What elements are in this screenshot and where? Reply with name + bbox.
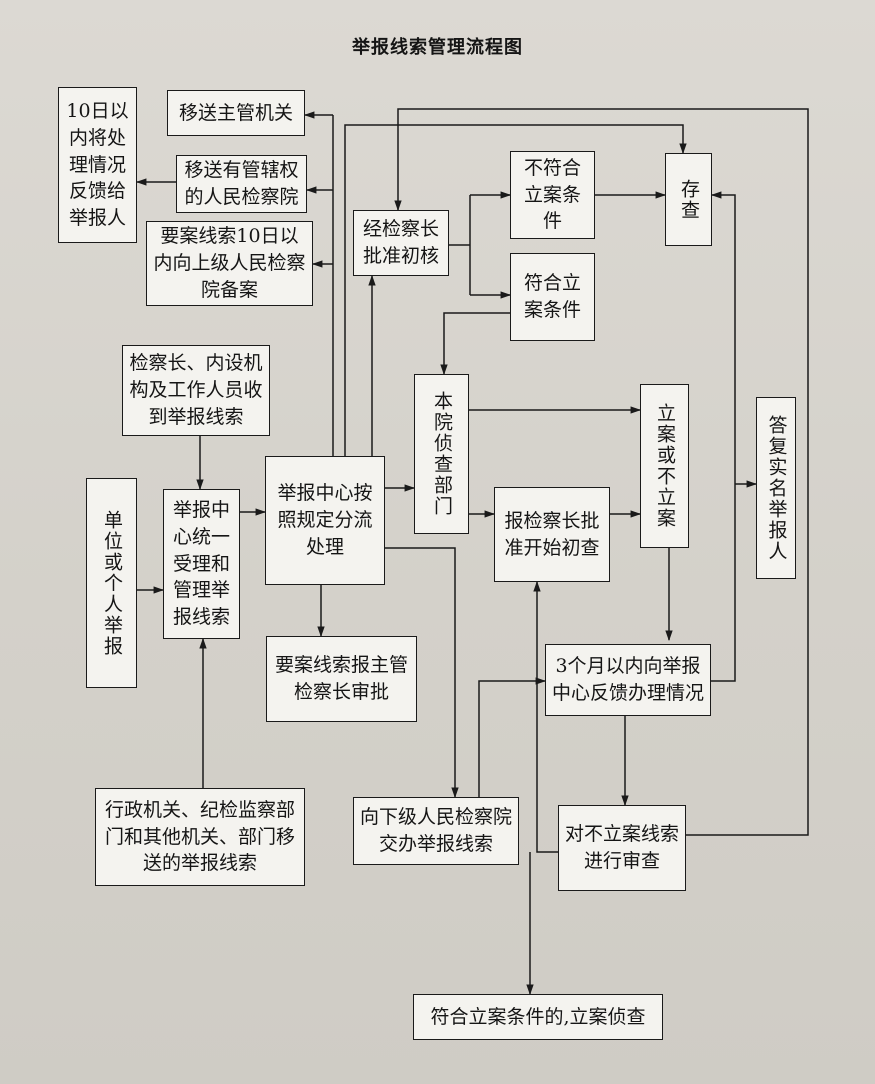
- node-chief-initial: 报检察长批准开始初查: [494, 487, 610, 582]
- node-meet: 符合立案条件: [510, 253, 595, 341]
- split-chief-approve: [449, 195, 471, 295]
- node-admin-transfer: 行政机关、纪检监察部门和其他机关、部门移送的举报线索: [95, 788, 305, 886]
- node-unit-individual: 单位或个人举报: [86, 478, 137, 688]
- node-review-unfiled: 对不立案线索进行审查: [558, 805, 686, 891]
- node-investigation-dept: 本院侦查部门: [414, 374, 469, 534]
- node-case-to-chief: 要案线索报主管检察长审批: [266, 636, 417, 722]
- loop-distribute-to-archive: [344, 124, 687, 456]
- node-file-investigate: 符合立案条件的,立案侦查: [413, 994, 663, 1040]
- arrow-distribute-to-lower: [385, 547, 459, 799]
- node-feedback-3months: 3个月以内向举报中心反馈办理情况: [545, 644, 711, 716]
- loop-review-to-chief-approve: [394, 108, 809, 836]
- arrow-meet-to-investigation: [440, 312, 510, 376]
- link-feedback-to-archive: [710, 191, 736, 682]
- node-archive: 存查: [665, 153, 712, 246]
- node-file-or-not: 立案或不立案: [640, 384, 689, 548]
- node-report-superior: 要案线索10日以内向上级人民检察院备案: [146, 221, 313, 306]
- node-transfer-procuratorate: 移送有管辖权的人民检察院: [176, 155, 307, 213]
- node-center-distribute: 举报中心按照规定分流处理: [265, 456, 385, 585]
- node-transfer-agency: 移送主管机关: [167, 90, 305, 136]
- node-not-meet: 不符合立案条件: [510, 151, 595, 239]
- node-center-unified: 举报中心统一受理和管理举报线索: [163, 489, 240, 639]
- node-chief-approve: 经检察长批准初核: [353, 210, 449, 276]
- arrow-review-to-initial: [533, 580, 558, 853]
- node-feedback-10days: 10日以内将处理情况反馈给举报人: [58, 87, 137, 243]
- node-reply-named: 答复实名举报人: [756, 397, 796, 579]
- node-lower-procuratorate: 向下级人民检察院交办举报线索: [353, 797, 519, 865]
- arrow-lower-to-feedback: [478, 677, 547, 797]
- node-received-internal: 检察长、内设机构及工作人员收到举报线索: [122, 345, 270, 436]
- diagram-title: 举报线索管理流程图: [352, 37, 523, 58]
